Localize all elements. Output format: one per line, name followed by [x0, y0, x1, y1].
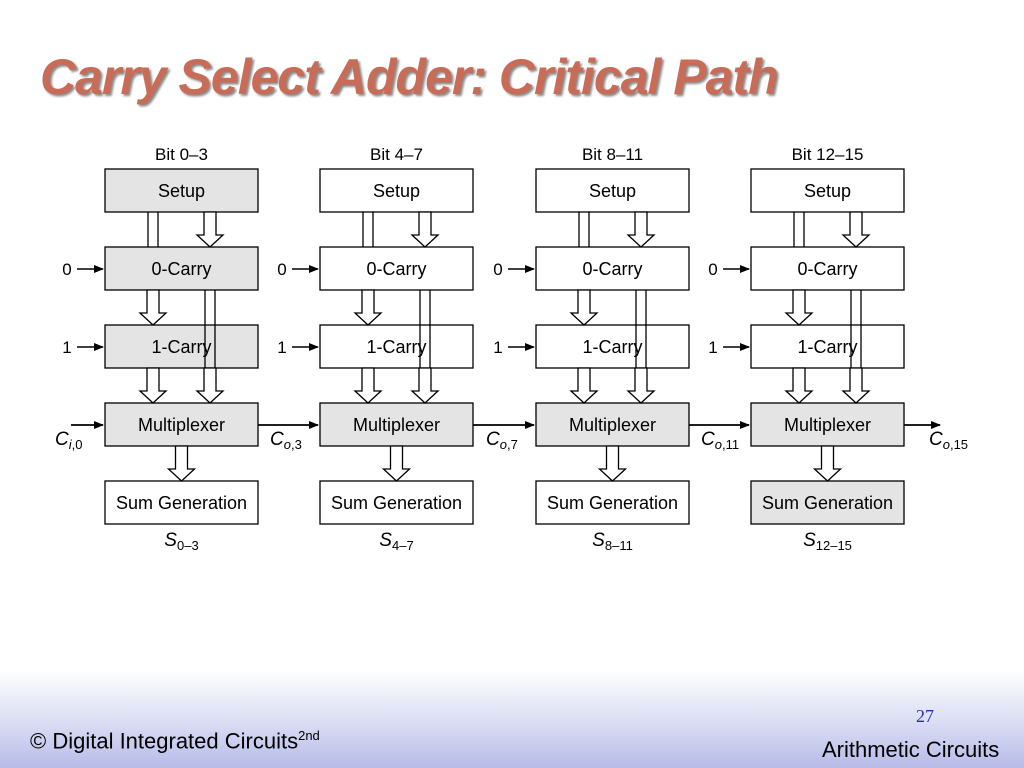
col1-carry1-input-label: 1	[277, 338, 286, 357]
col0-carry0-label: 0-Carry	[151, 259, 211, 279]
col3-setup-to-carry0-arrow	[841, 211, 871, 248]
carry-out-label: Co,15	[929, 429, 968, 452]
col3-sum-label: Sum Generation	[762, 493, 893, 513]
col1-mux-label: Multiplexer	[353, 415, 440, 435]
col1-carry1-label: 1-Carry	[366, 337, 426, 357]
col2-mux-to-sum-arrow	[597, 445, 628, 482]
col0-mux-to-sum-arrow	[166, 445, 197, 482]
col3-carry0-label: 0-Carry	[797, 259, 857, 279]
col1-carry1-to-mux-left-arrow	[353, 367, 383, 404]
col3-carry1-input-label: 1	[708, 338, 717, 357]
col3-carry1-label: 1-Carry	[797, 337, 857, 357]
col2-carry1-block	[535, 324, 690, 369]
footer-edition-sup: 2nd	[298, 728, 320, 743]
col1-sum-label: Sum Generation	[331, 493, 462, 513]
col2-sum-label: Sum Generation	[547, 493, 678, 513]
col2-carry1-label: 1-Carry	[582, 337, 642, 357]
col2-carry1-to-mux-left-arrow	[569, 367, 599, 404]
footer-topic: Arithmetic Circuits	[822, 737, 1000, 762]
col0-carry-in-label: Ci,0	[55, 429, 82, 452]
col3-carry1-block	[750, 324, 905, 369]
col0-setup-block	[104, 168, 259, 213]
col3-carry1-to-mux-right-arrow	[841, 367, 871, 404]
col3-carry-in-label: Co,11	[701, 429, 739, 452]
col0-carry0-to-carry1-arrow	[138, 289, 168, 326]
col3-bit-label: Bit 12–15	[792, 145, 864, 164]
col0-carry1-to-mux-right-arrow	[195, 367, 225, 404]
col1-setup-block	[319, 168, 474, 213]
col0-sum-block	[104, 480, 259, 525]
col1-carry1-block	[319, 324, 474, 369]
col0-carry0-input-label: 0	[62, 260, 71, 279]
col1-setup-to-carry0-arrow	[410, 211, 440, 248]
col2-setup-to-carry0-arrow	[626, 211, 656, 248]
col0-bit-label: Bit 0–3	[155, 145, 208, 164]
col0-carry0-block	[104, 246, 259, 291]
col2-mux-label: Multiplexer	[569, 415, 656, 435]
footer-copyright: © Digital Integrated Circuits2nd	[30, 728, 320, 754]
col1-bit-label: Bit 4–7	[370, 145, 423, 164]
footer-copyright-text: © Digital Integrated Circuits	[30, 728, 299, 754]
col0-sum-output-label: S0–3	[164, 530, 198, 553]
col1-setup-label: Setup	[373, 181, 420, 201]
col2-carry1-to-mux-right-arrow	[626, 367, 656, 404]
col3-setup-block	[750, 168, 905, 213]
col2-carry-in-label: Co,7	[486, 429, 518, 452]
footer-band	[0, 670, 1024, 768]
col2-sum-block	[535, 480, 690, 525]
col0-carry1-label: 1-Carry	[151, 337, 211, 357]
col1-carry0-block	[319, 246, 474, 291]
col2-carry0-block	[535, 246, 690, 291]
col0-sum-label: Sum Generation	[116, 493, 247, 513]
col3-setup-label: Setup	[804, 181, 851, 201]
col2-carry0-label: 0-Carry	[582, 259, 642, 279]
col1-sum-output-label: S4–7	[379, 530, 413, 553]
col3-carry0-to-carry1-arrow	[784, 289, 814, 326]
col1-carry1-to-mux-right-arrow	[410, 367, 440, 404]
col2-mux-block	[535, 402, 690, 447]
col3-carry0-block	[750, 246, 905, 291]
col2-sum-output-label: S8–11	[592, 530, 633, 553]
col2-carry0-to-carry1-arrow	[569, 289, 599, 326]
col1-mux-block	[319, 402, 474, 447]
col3-carry0-input-label: 0	[708, 260, 717, 279]
col0-carry1-to-mux-left-arrow	[138, 367, 168, 404]
col2-carry1-input-label: 1	[493, 338, 502, 357]
col0-mux-block	[104, 402, 259, 447]
col1-mux-to-sum-arrow	[381, 445, 412, 482]
col2-carry0-input-label: 0	[493, 260, 502, 279]
slide-title: Carry Select Adder: Critical Path	[40, 49, 779, 105]
col2-bit-label: Bit 8–11	[582, 145, 643, 164]
col3-mux-to-sum-arrow	[812, 445, 843, 482]
col3-sum-output-label: S12–15	[803, 530, 852, 553]
page-number: 27	[916, 706, 934, 726]
col3-sum-block	[750, 480, 905, 525]
col2-setup-block	[535, 168, 690, 213]
col0-mux-label: Multiplexer	[138, 415, 225, 435]
col0-setup-to-carry0-arrow	[195, 211, 225, 248]
col0-setup-label: Setup	[158, 181, 205, 201]
col1-carry0-to-carry1-arrow	[353, 289, 383, 326]
col3-mux-label: Multiplexer	[784, 415, 871, 435]
col3-carry1-to-mux-left-arrow	[784, 367, 814, 404]
col1-carry0-input-label: 0	[277, 260, 286, 279]
col2-setup-label: Setup	[589, 181, 636, 201]
col1-carry-in-label: Co,3	[270, 429, 302, 452]
col1-carry0-label: 0-Carry	[366, 259, 426, 279]
col0-carry1-block	[104, 324, 259, 369]
col0-carry1-input-label: 1	[62, 338, 71, 357]
col1-sum-block	[319, 480, 474, 525]
